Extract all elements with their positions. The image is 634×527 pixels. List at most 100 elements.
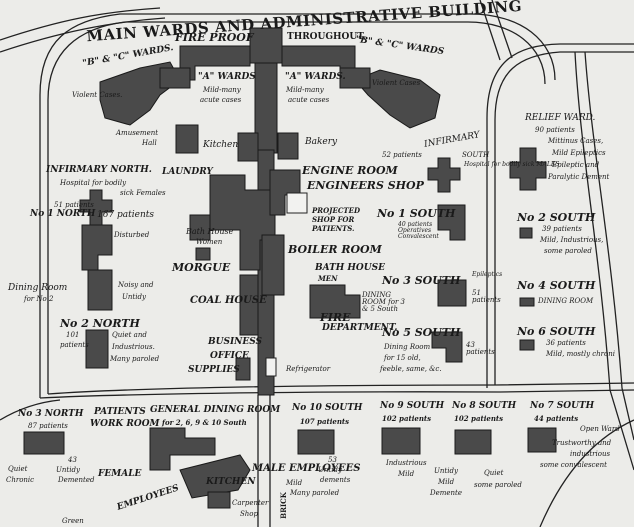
relief-line2: Mittinus Cases, — [548, 137, 604, 145]
bath-house-women-bldg — [189, 214, 211, 241]
kitchen-bottom-label: KITCHEN — [206, 477, 256, 487]
no2-north-line5: Many paroled — [110, 355, 160, 363]
refrigerator-bldg — [265, 357, 277, 377]
boiler-room-bldg — [261, 234, 285, 296]
no10-south-53: 53 — [328, 456, 337, 464]
no5-south-desc2: for 15 old, — [384, 354, 421, 362]
no2-north-label: No 2 NORTH — [60, 317, 140, 330]
no10-south-desc: Mild — [286, 479, 303, 487]
road-bottom-left-curve — [0, 399, 61, 421]
road-bottom-right-curve — [539, 419, 634, 527]
dining-room-left: Dining Room — [8, 283, 68, 293]
female-label: FEMALE — [98, 469, 142, 479]
no3-north-chronic: Chronic — [6, 476, 35, 484]
carpenter-label: Carpenter — [232, 499, 269, 507]
morgue-label: MORGUE — [172, 261, 231, 274]
bath-house-women-label2: Women — [196, 238, 223, 246]
road-bottom-inner — [47, 382, 634, 395]
road-diagonal-2 — [491, 0, 513, 59]
patients-work-label: PATIENTS — [94, 407, 146, 417]
kitchen-label: Kitchen — [203, 140, 239, 150]
dining-3-5-label: DINING ROOM for 3 & 5 South — [362, 291, 405, 313]
bath-house-men-label: BATH HOUSE — [315, 263, 385, 273]
brick-label: BRICK — [278, 492, 288, 519]
no1-north-desc: Disturbed — [114, 231, 150, 239]
no3-south-desc: Epileptics — [472, 271, 503, 278]
no9-south-bldg — [381, 427, 421, 455]
office-label: OFFICE — [210, 351, 249, 361]
coal-house-label: COAL HOUSE — [190, 295, 267, 306]
no2-north-bldg — [85, 329, 109, 369]
dining-room-left2: for No 2 — [24, 295, 54, 303]
supplies-label: SUPPLIES — [188, 365, 240, 375]
no3-north-pts: 87 patients — [28, 422, 68, 430]
no5-south-desc1: Dining Room — [384, 343, 431, 351]
road-right-curve-2 — [584, 51, 634, 441]
no2-north-line1: 101 — [66, 331, 80, 339]
open-ward-label2: Trustworthy and — [552, 439, 612, 447]
a-wards-right-desc1: Mild-many — [286, 86, 324, 94]
infirmary-north-desc2: sick Females — [120, 189, 166, 197]
violent-left: Violent Cases. — [72, 91, 123, 99]
fire-proof-label: FIRE PROOF — [175, 31, 254, 44]
no3-south-bldg — [437, 279, 467, 307]
no4-south-bldg — [519, 297, 535, 307]
engine-room-bldg — [269, 169, 301, 216]
no2-south-label: No 2 SOUTH — [517, 211, 596, 224]
no1-north-bldg — [81, 224, 113, 271]
no8-south-line1: Untidy — [434, 467, 458, 475]
relief-line3: Mild Epileptics — [552, 149, 606, 157]
no1-north-pts: 167 patients — [97, 210, 155, 220]
refrigerator-label: Refrigerator — [286, 365, 331, 373]
no5-south-bldg — [431, 331, 463, 363]
no7-south-pts: 44 patients — [534, 414, 579, 423]
dining-room-right: DINING ROOM — [538, 297, 594, 305]
fire-dept-label: FIRE — [320, 311, 351, 324]
relief-line5: Paralytic Dement — [548, 173, 610, 181]
amusement-hall-bldg — [175, 124, 199, 154]
no8-south-line3: Demente — [430, 489, 462, 497]
no3-north-43: 43 — [68, 456, 77, 464]
engine-room-label: ENGINE ROOM — [302, 164, 398, 177]
no8-south-line4: Quiet — [484, 469, 504, 477]
no8-south-pts: 102 patients — [454, 414, 504, 423]
projected-shop-label: PROJECTED — [312, 206, 361, 215]
bath-house-women-label: Bath House — [186, 227, 234, 236]
open-ward-label: Open Ward — [580, 425, 620, 433]
throughout-label: THROUGHOUT. — [287, 32, 366, 42]
no7-south-label: No 7 SOUTH — [530, 401, 595, 411]
no5-south-pts: 43 patients — [466, 341, 495, 356]
no6-south-label: No 6 SOUTH — [517, 325, 596, 338]
shop-label: Shop — [240, 510, 258, 518]
road-right-vertical-2 — [486, 43, 634, 388]
a-wards-left-desc1: Mild-many — [203, 86, 241, 94]
no10-south-desc2: Many paroled — [290, 489, 340, 497]
no7-south-bldg — [527, 427, 557, 453]
infirmary-south-label2: SOUTH — [462, 151, 490, 159]
a-wards-right: "A" WARDS. — [285, 72, 346, 82]
green-label: Green — [62, 517, 84, 525]
infirmary-north-label: INFIRMARY NORTH. — [46, 165, 152, 175]
bath-house-men-label2: MEN — [318, 274, 338, 283]
no1-north-label: No 1 NORTH — [30, 209, 96, 219]
no9-south-label: No 9 SOUTH — [380, 401, 445, 411]
business-label: BUSINESS — [208, 337, 263, 347]
hall-label: Hall — [142, 139, 157, 147]
no9-south-desc: Industrious — [386, 459, 427, 467]
no2-south-line1: 39 patients — [542, 225, 582, 233]
untidy-label: Untidy — [122, 293, 146, 301]
no5-south-desc3: feeble, same, &c. — [380, 365, 442, 373]
business-office-bldg — [235, 357, 251, 381]
a-wards-left: "A" WARDS — [198, 72, 256, 82]
no3-north-untidy: Untidy — [56, 466, 80, 474]
general-dining-label2: for 2, 6, 9 & 10 South — [162, 418, 247, 427]
no10-south-label: No 10 SOUTH — [292, 403, 363, 413]
no3-south-label: No 3 SOUTH — [382, 274, 461, 287]
relief-ward-label: RELIEF WARD. — [525, 113, 596, 123]
no8-south-bldg — [454, 429, 492, 455]
road-bottom — [39, 389, 634, 399]
no1-south-label: No 1 SOUTH — [377, 207, 456, 220]
bakery-bldg — [277, 132, 299, 160]
no2-south-bldg — [519, 227, 533, 239]
